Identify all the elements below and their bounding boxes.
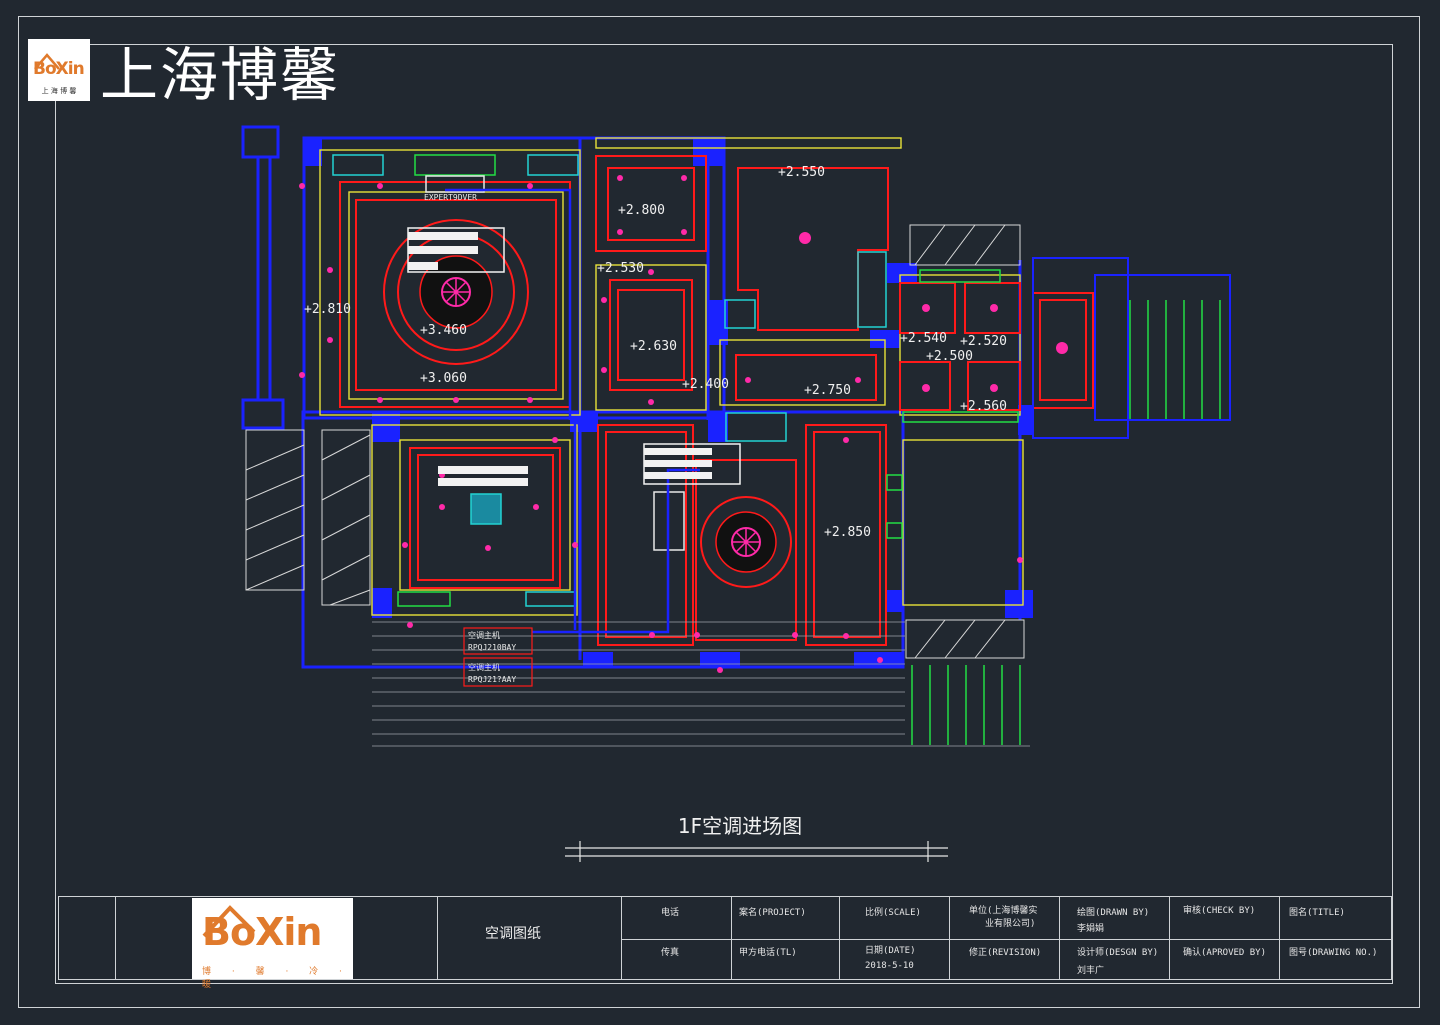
refrigerant-pipes — [445, 188, 700, 634]
unit-label: 单位(上海博馨实 — [969, 906, 1038, 916]
elevation-label: +3.460 — [420, 323, 467, 338]
elevation-label: +2.810 — [304, 302, 351, 317]
elevation-label: +2.800 — [618, 203, 665, 218]
elevation-label: +2.500 — [926, 349, 973, 364]
east-wall — [1032, 257, 1231, 439]
title-label: 图名(TITLE) — [1289, 908, 1345, 918]
title-underline — [565, 841, 948, 862]
elevation-labels: +2.550 +2.800 +2.530 +2.810 +3.460 +3.06… — [304, 165, 1007, 540]
green-railings — [911, 300, 1221, 745]
elevation-label: +2.630 — [630, 339, 677, 354]
elevation-label: +2.540 — [900, 331, 947, 346]
revision-label: 修正(REVISION) — [969, 948, 1042, 958]
title-block-logo-text: BoXin — [202, 910, 322, 954]
elevation-label: +2.850 — [824, 525, 871, 540]
brand-logo-text: BoXin — [33, 58, 85, 79]
phone-label: 电话 — [661, 908, 680, 918]
elevation-label: +3.060 — [420, 371, 467, 386]
date-value: 2018-5-10 — [865, 961, 914, 971]
elevation-label: +2.750 — [804, 383, 851, 398]
check-by-label: 审核(CHECK BY) — [1183, 906, 1256, 916]
sheet-title: 1F空调进场图 — [677, 814, 803, 838]
house-logo-icon — [202, 905, 256, 938]
dome-centers — [419, 255, 777, 573]
house-logo-icon — [34, 52, 60, 70]
ceiling-outlines — [339, 155, 1094, 646]
tel-label: 甲方电话(TL) — [739, 948, 797, 958]
unit-label-1-line1: 空调主机 — [468, 630, 500, 640]
unit-label-2-line1: 空调主机 — [468, 662, 500, 672]
west-wall — [241, 125, 285, 430]
unit-label-1-line2: RPQJ210BAY — [468, 643, 516, 652]
title-block-logo: BoXin 博 · 馨 · 冷 · 暖 — [192, 898, 353, 990]
design-by-name: 刘丰广 — [1077, 966, 1105, 976]
unit-label-2-line2: RPQJ21?AAY — [468, 675, 516, 684]
date-label: 日期(DATE) — [865, 946, 916, 956]
fax-label: 传真 — [661, 948, 680, 958]
design-by-label: 设计师(DESGN BY) — [1077, 948, 1159, 958]
title-block-logo-subtext: 博 · 馨 · 冷 · 暖 — [202, 967, 351, 990]
drawing-no-label: 图号(DRAWING NO.) — [1289, 948, 1378, 958]
outer-frame — [18, 16, 1420, 1008]
brand-logo: BoXin 上 海 博 馨 — [28, 39, 90, 101]
elevation-label: +2.400 — [682, 377, 729, 392]
brand-logo-subtext: 上 海 博 馨 — [41, 86, 77, 95]
tag-boxes — [407, 227, 741, 687]
hatched-areas — [245, 224, 1025, 659]
scale-label: 比例(SCALE) — [865, 908, 921, 918]
drawn-by-label: 绘图(DRAWN BY) — [1077, 908, 1150, 918]
unit-label-2: 业有限公司) — [985, 919, 1036, 929]
approved-by-label: 确认(APROVED BY) — [1183, 948, 1267, 958]
elevation-label: +2.530 — [597, 261, 644, 276]
unit-small-label: EXPERT9DVER — [424, 193, 477, 202]
deck-planks — [372, 621, 1030, 747]
elevation-label: +2.560 — [960, 399, 1007, 414]
elevation-label: +2.520 — [960, 334, 1007, 349]
unit-labels: 空调主机 RPQJ210BAY 空调主机 RPQJ21?AAY EXPERT9D… — [424, 193, 516, 684]
drawn-by-name: 李娟娟 — [1077, 924, 1105, 934]
elevation-label: +2.550 — [778, 165, 825, 180]
title-block: BoXin 博 · 馨 · 冷 · 暖 空调图纸 电话 传真 案名(PROJEC… — [58, 896, 1392, 990]
inner-frame — [55, 44, 1393, 984]
brand-header: BoXin 上 海 博 馨 上海博馨 — [28, 28, 340, 112]
drawing-name: 空调图纸 — [485, 926, 541, 942]
light-markers — [299, 175, 1068, 673]
project-label: 案名(PROJECT) — [739, 908, 806, 918]
brand-name: 上海博馨 — [100, 41, 341, 109]
